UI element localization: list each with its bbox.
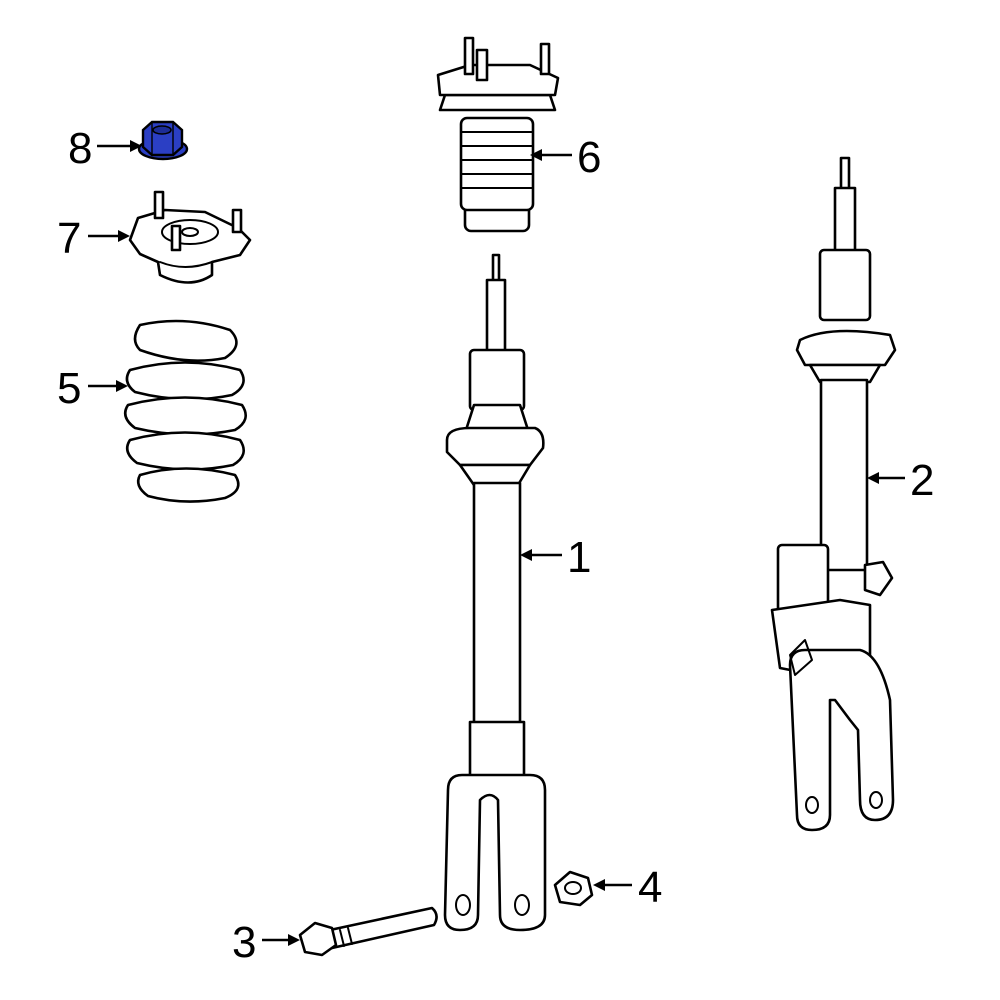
callout-3: 3 — [232, 918, 256, 967]
part-2-strut-assembly[interactable] — [770, 156, 897, 832]
arrow-4-head — [593, 879, 605, 891]
arrow-1-head — [520, 549, 532, 561]
part-1-strut-assembly[interactable] — [443, 253, 547, 932]
part-3-bolt[interactable] — [298, 906, 438, 957]
arrow-2-head — [867, 472, 879, 484]
arrow-5-head — [116, 380, 128, 392]
callout-labels: 8 7 5 6 1 2 4 3 — [57, 124, 934, 967]
callout-7: 7 — [57, 214, 81, 263]
arrow-7-head — [118, 230, 130, 242]
part-4-nut[interactable] — [553, 870, 594, 907]
leader-arrows — [88, 140, 905, 946]
callout-8: 8 — [68, 124, 92, 173]
arrow-3-head — [288, 934, 300, 946]
part-8-flange-nut[interactable] — [137, 120, 189, 161]
callout-6: 6 — [577, 133, 601, 182]
part-6-bump-stop[interactable] — [436, 36, 560, 233]
callout-2: 2 — [910, 456, 934, 505]
part-5-coil-spring[interactable] — [123, 319, 247, 503]
part-7-upper-mount[interactable] — [128, 190, 252, 284]
arrow-8-head — [130, 140, 142, 152]
callout-4: 4 — [638, 863, 662, 912]
callout-1: 1 — [567, 533, 591, 582]
callout-5: 5 — [57, 364, 81, 413]
arrow-6-head — [530, 149, 542, 161]
